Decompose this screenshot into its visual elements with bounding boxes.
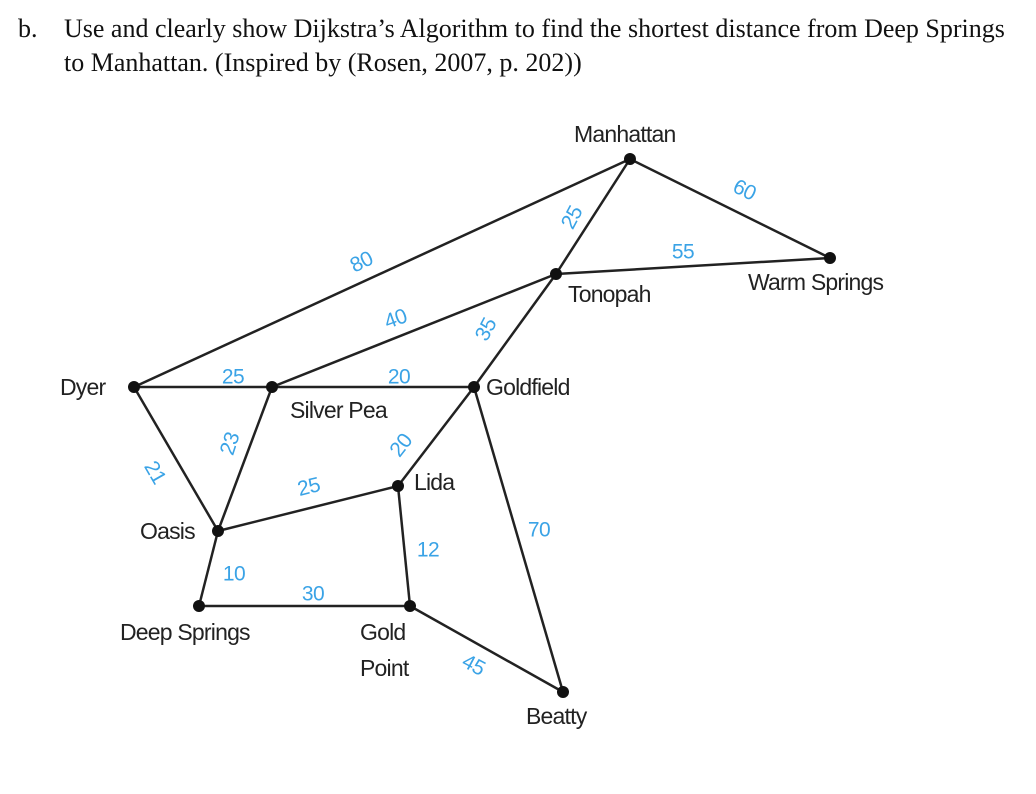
- edge-goldfield-beatty: [472, 386, 565, 693]
- edge-manhattan-warm_springs: [629, 157, 831, 260]
- node-label-lida: Lida: [414, 469, 455, 495]
- node-warm-springs: [824, 252, 836, 264]
- edge-goldfield-tonopah: [472, 273, 558, 388]
- edge-weight-silver_pea-goldfield: 20: [388, 366, 410, 389]
- edge-oasis-deep_springs: [197, 530, 220, 607]
- edge-weight-manhattan-warm_springs: 60: [729, 175, 759, 205]
- node-label-dyer: Dyer: [60, 374, 107, 400]
- edge-weight-silver_pea-tonopah: 40: [381, 304, 410, 333]
- edge-oasis-silver_pea: [216, 386, 274, 532]
- node-dyer: [128, 381, 140, 393]
- edge-tonopah-warm_springs: [555, 256, 831, 276]
- edge-dyer-manhattan: [133, 157, 631, 389]
- node-label-silver-pea: Silver Pea: [290, 397, 388, 423]
- edge-weight-goldfield-beatty: 70: [528, 519, 550, 542]
- node-gold-point: [404, 600, 416, 612]
- node-tonopah: [550, 268, 562, 280]
- node-manhattan: [624, 153, 636, 165]
- problem-text: Use and clearly show Dijkstra’s Algorith…: [64, 14, 1005, 77]
- node-label-tonopah: Tonopah: [568, 281, 651, 307]
- edge-weight-lida-goldfield: 20: [385, 430, 417, 462]
- node-label-manhattan: Manhattan: [574, 121, 676, 147]
- nodes-layer: [128, 153, 836, 698]
- edge-weight-goldfield-tonopah: 35: [471, 314, 502, 345]
- node-goldfield: [468, 381, 480, 393]
- edge-oasis-lida: [217, 484, 399, 533]
- edge-weight-oasis-lida: 25: [295, 473, 322, 501]
- node-lida: [392, 480, 404, 492]
- node-label-oasis: Oasis: [140, 518, 195, 544]
- node-silver-pea: [266, 381, 278, 393]
- edge-lida-gold_point: [396, 485, 412, 607]
- edge-weight-deep_springs-gold_point: 30: [302, 583, 324, 606]
- edge-weight-gold_point-beatty: 45: [458, 650, 489, 681]
- edge-weight-oasis-silver_pea: 23: [216, 430, 245, 458]
- edges-layer: [132, 157, 831, 694]
- edge-weight-oasis-deep_springs: 10: [223, 563, 245, 586]
- node-beatty: [557, 686, 569, 698]
- node-label-deep-springs: Deep Springs: [120, 619, 250, 645]
- edge-lida-goldfield: [397, 386, 475, 487]
- node-label-beatty: Beatty: [526, 703, 588, 729]
- edge-weight-dyer-oasis: 21: [139, 457, 170, 488]
- edge-gold_point-beatty: [409, 604, 564, 694]
- edge-weight-lida-gold_point: 12: [417, 539, 439, 562]
- edge-weight-dyer-silver_pea: 25: [222, 366, 244, 389]
- edge-dyer-oasis: [132, 386, 220, 532]
- edge-silver_pea-tonopah: [271, 272, 557, 389]
- node-label-gold-point-line1: Gold: [360, 619, 405, 645]
- problem-letter: b.: [18, 14, 38, 43]
- node-oasis: [212, 525, 224, 537]
- node-label-gold-point-line2: Point: [360, 655, 410, 681]
- node-label-goldfield: Goldfield: [486, 374, 570, 400]
- weights-layer: 80 25 60 55 40 35 25 20 21 23 20 25 12 70 10 30 45: [139, 175, 759, 681]
- edge-weight-dyer-manhattan: 80: [346, 247, 376, 277]
- edge-weight-tonopah-warm_springs: 55: [672, 241, 694, 264]
- edge-weight-tonopah-manhattan: 25: [557, 202, 588, 233]
- node-label-warm-springs: Warm Springs: [748, 269, 884, 295]
- edge-tonopah-manhattan: [554, 158, 632, 275]
- node-deep-springs: [193, 600, 205, 612]
